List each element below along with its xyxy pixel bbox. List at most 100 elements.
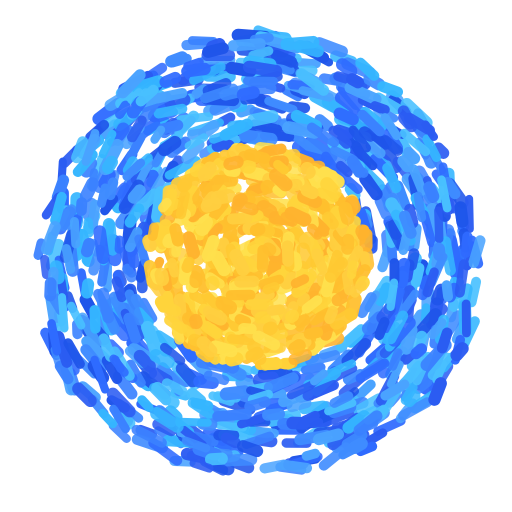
ring-stroke (400, 382, 418, 406)
core-stroke (200, 197, 222, 213)
ring-stroke (370, 101, 390, 115)
core-stroke (285, 309, 300, 323)
core-stroke (234, 275, 260, 288)
ring-stroke (134, 234, 151, 268)
ring-stroke (298, 86, 334, 102)
ring-stroke (69, 217, 81, 249)
core-stroke (291, 282, 309, 298)
core-stroke (196, 336, 218, 358)
ring-stroke (114, 235, 125, 254)
core-stroke (167, 257, 180, 278)
ring-stroke (219, 118, 253, 141)
ring-stroke (385, 221, 404, 250)
ring-stroke (137, 395, 154, 412)
ring-stroke (50, 191, 67, 226)
core-stroke (258, 274, 284, 289)
ring-stroke (327, 428, 356, 451)
ring-stroke (124, 289, 144, 326)
ring-stroke (236, 413, 266, 429)
core-stroke (284, 206, 312, 227)
ring-stroke (261, 126, 295, 143)
core-stroke (195, 215, 213, 236)
ring-stroke (63, 338, 85, 369)
ring-stroke (151, 381, 180, 409)
core-stroke (318, 166, 345, 189)
core-stroke (223, 155, 244, 171)
core-stroke (189, 313, 203, 330)
ring-stroke (262, 408, 286, 421)
core-stroke (229, 248, 250, 277)
ring-stroke (346, 155, 366, 178)
ring-stroke (125, 132, 146, 163)
core-stroke (262, 281, 280, 295)
ring-stroke (306, 122, 340, 148)
ring-stroke (98, 129, 117, 159)
ring-stroke (428, 318, 447, 340)
ring-stroke (355, 57, 380, 81)
ring-stroke (337, 82, 364, 111)
core-stroke (254, 311, 271, 325)
ring-stroke (398, 210, 417, 239)
ring-stroke (220, 432, 241, 449)
ring-stroke (184, 133, 209, 151)
ring-stroke (122, 263, 137, 283)
core-stroke (207, 323, 223, 339)
ring-stroke (212, 408, 252, 422)
ring-stroke (101, 355, 123, 385)
ring-stroke (150, 407, 184, 433)
core-stroke (341, 233, 355, 255)
ring-stroke (341, 337, 372, 367)
core-stroke (158, 197, 172, 213)
ring-stroke (398, 397, 433, 421)
core-stroke (207, 223, 223, 240)
ring-stroke (125, 359, 146, 388)
ring-stroke (227, 38, 266, 52)
ring-stroke (202, 42, 229, 58)
ring-stroke (442, 176, 461, 200)
core-stroke (245, 299, 274, 310)
core-stroke (262, 143, 287, 157)
core-stroke (164, 314, 188, 334)
ring-stroke (355, 358, 390, 384)
core-stroke (243, 148, 271, 164)
ring-stroke (40, 221, 61, 255)
ring-stroke (300, 362, 326, 375)
ring-stroke (136, 269, 149, 294)
ring-stroke (342, 410, 371, 434)
core-stroke (290, 274, 310, 289)
core-stroke (156, 298, 182, 317)
ring-stroke (329, 391, 354, 408)
ring-stroke (314, 114, 334, 132)
ring-stroke (124, 226, 143, 253)
ring-stroke (374, 195, 393, 221)
ring-stroke (93, 225, 110, 265)
ring-stroke (380, 379, 410, 401)
core-stroke (268, 168, 293, 192)
core-stroke (201, 235, 220, 262)
ring-stroke (411, 330, 428, 352)
yellow-core-strokes (142, 142, 375, 371)
core-stroke (300, 161, 316, 179)
core-stroke (169, 223, 184, 247)
ring-stroke (421, 120, 439, 141)
core-stroke (301, 295, 323, 314)
core-stroke (262, 321, 278, 336)
ring-stroke (399, 128, 431, 157)
ring-stroke (66, 301, 86, 330)
core-stroke (300, 184, 319, 200)
ring-stroke (153, 103, 188, 119)
ring-stroke (157, 135, 182, 157)
core-stroke (232, 193, 248, 208)
ring-stroke (141, 320, 162, 356)
ring-stroke (247, 109, 279, 127)
ring-stroke (164, 156, 201, 180)
ring-stroke (454, 201, 469, 228)
core-stroke (181, 256, 195, 273)
ring-stroke (335, 160, 353, 178)
ring-stroke (101, 155, 118, 175)
core-stroke (324, 305, 339, 325)
ring-stroke (342, 368, 366, 385)
core-stroke (349, 280, 367, 298)
ring-stroke (386, 360, 404, 389)
core-stroke (262, 242, 277, 256)
